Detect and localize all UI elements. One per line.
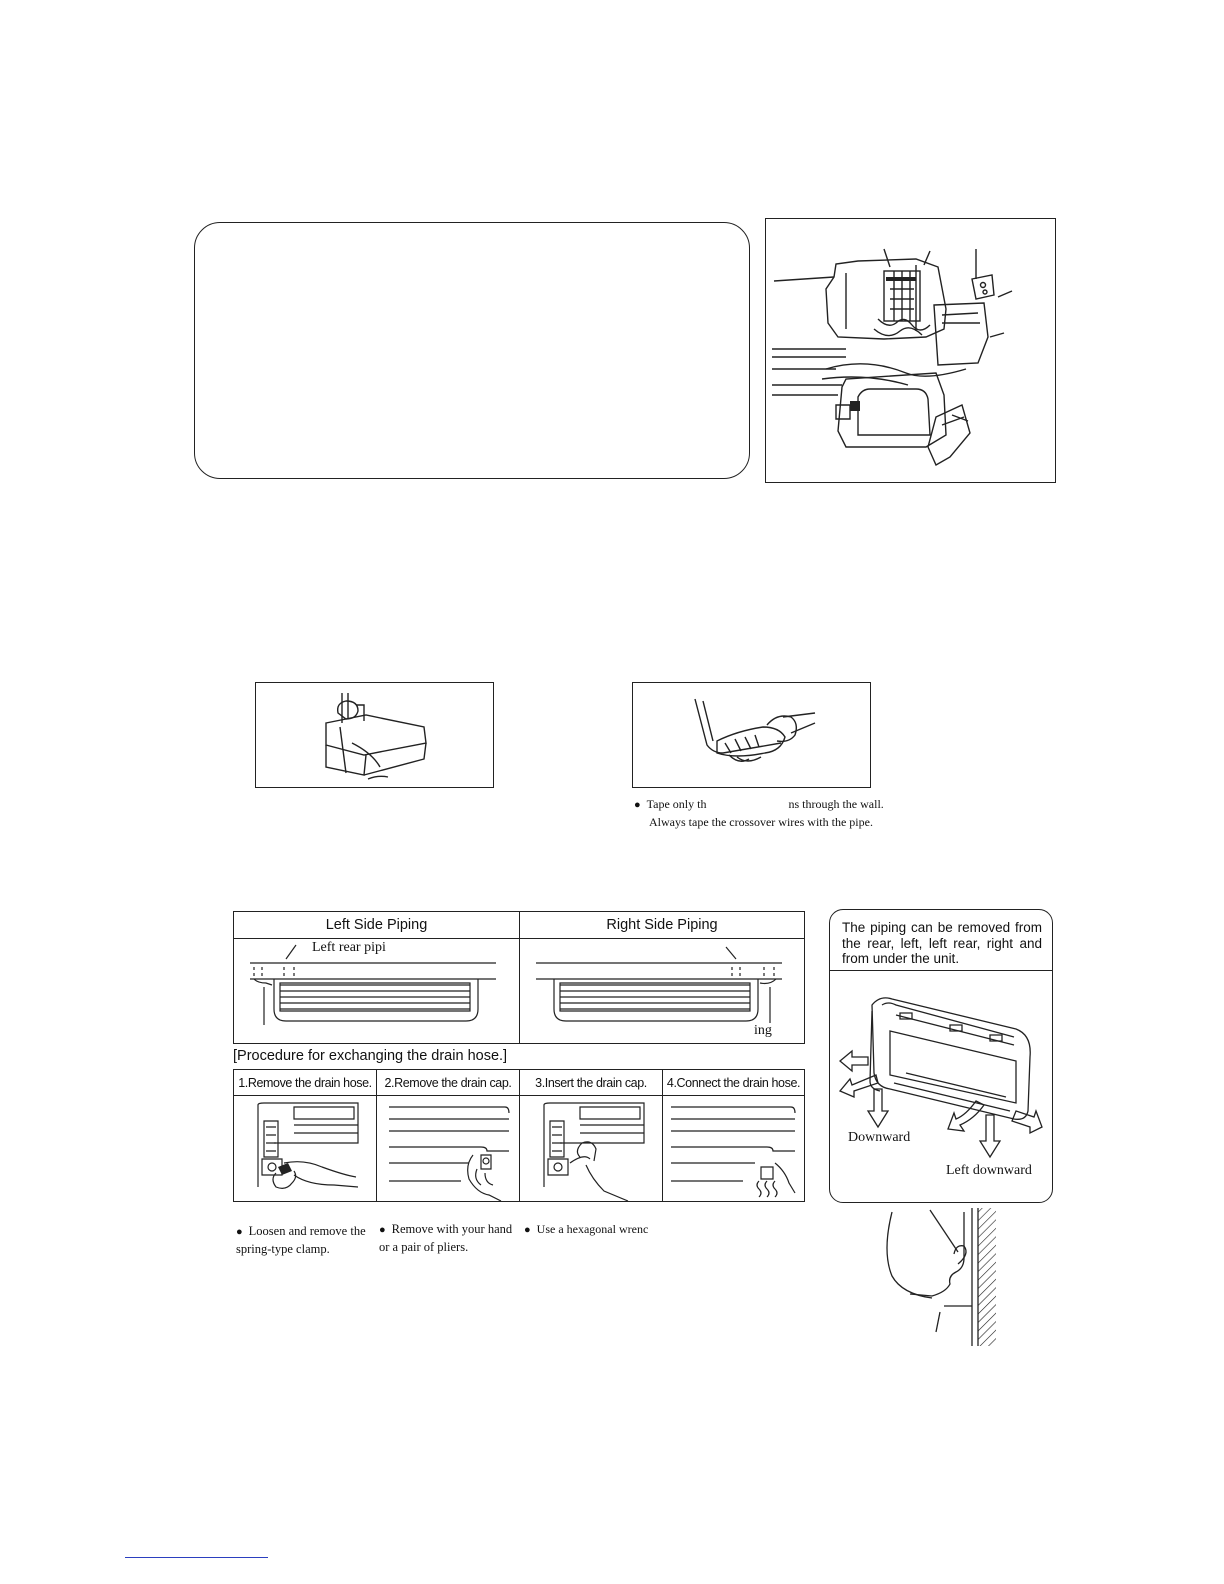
tape-note-text-a: Tape only th: [646, 797, 707, 811]
step2-header: 2.Remove the drain cap.: [376, 1069, 520, 1096]
bullet-icon: ●: [236, 1226, 243, 1238]
tape-note-line2: Always tape the crossover wires with the…: [649, 815, 873, 829]
step2-note-text: Remove with your hand or a pair of plier…: [379, 1222, 513, 1254]
step3-note-text: Use a hexagonal wrenc: [536, 1222, 649, 1236]
right-side-piping-header: Right Side Piping: [519, 911, 805, 939]
tape-note-line1: ● Tape only th ns through the wall.: [634, 796, 934, 814]
step1-note: ●Loosen and remove the spring-type clamp…: [236, 1223, 372, 1258]
label-left-downward: Left downward: [946, 1163, 1032, 1178]
wall-mount-figure: [880, 1208, 1000, 1348]
hand-tool-figure: [255, 682, 494, 788]
step4-header: 4.Connect the drain hose.: [662, 1069, 805, 1096]
left-side-piping-header: Left Side Piping: [233, 911, 520, 939]
procedure-table: 1.Remove the drain hose. 2.Remove the dr…: [233, 1069, 805, 1202]
step1-note-text: Loosen and remove the spring-type clamp.: [236, 1224, 366, 1256]
step3-figure: [519, 1095, 663, 1202]
left-rear-piping-label: Left rear pipi: [312, 940, 386, 955]
right-piping-label: ing: [754, 1023, 772, 1038]
bullet-icon: ●: [524, 1224, 531, 1236]
step1-figure: [233, 1095, 377, 1202]
step1-header: 1.Remove the drain hose.: [233, 1069, 377, 1096]
right-side-piping-figure: ing: [519, 938, 805, 1044]
unit-directions-figure: [838, 997, 1043, 1159]
label-downward: Downward: [848, 1130, 911, 1145]
step4-figure: [662, 1095, 805, 1202]
tape-note-text-b: ns through the wall.: [788, 797, 884, 811]
step2-note: ●Remove with your hand or a pair of plie…: [379, 1221, 515, 1256]
piping-directions-text: The piping can be removed from the rear,…: [830, 910, 1052, 971]
procedure-title: [Procedure for exchanging the drain hose…: [233, 1048, 508, 1064]
tape-note: ● Tape only th ns through the wall. Always…: [634, 796, 934, 831]
step3-note: ● Use a hexagonal wrenc: [524, 1221, 684, 1239]
taping-figure: [632, 682, 871, 788]
footer-underline: [125, 1557, 268, 1558]
step2-figure: [376, 1095, 520, 1202]
piping-directions-panel: The piping can be removed from the rear,…: [829, 909, 1053, 1203]
callout-box: [194, 222, 750, 479]
bullet-icon: ●: [379, 1224, 386, 1236]
left-side-piping-figure: Left rear pipi: [233, 938, 520, 1044]
piping-table: Left Side Piping Right Side Piping Left …: [233, 911, 805, 1044]
electrical-box-figure: [765, 218, 1056, 483]
step3-header: 3.Insert the drain cap.: [519, 1069, 663, 1096]
bullet-icon: ●: [634, 799, 641, 811]
